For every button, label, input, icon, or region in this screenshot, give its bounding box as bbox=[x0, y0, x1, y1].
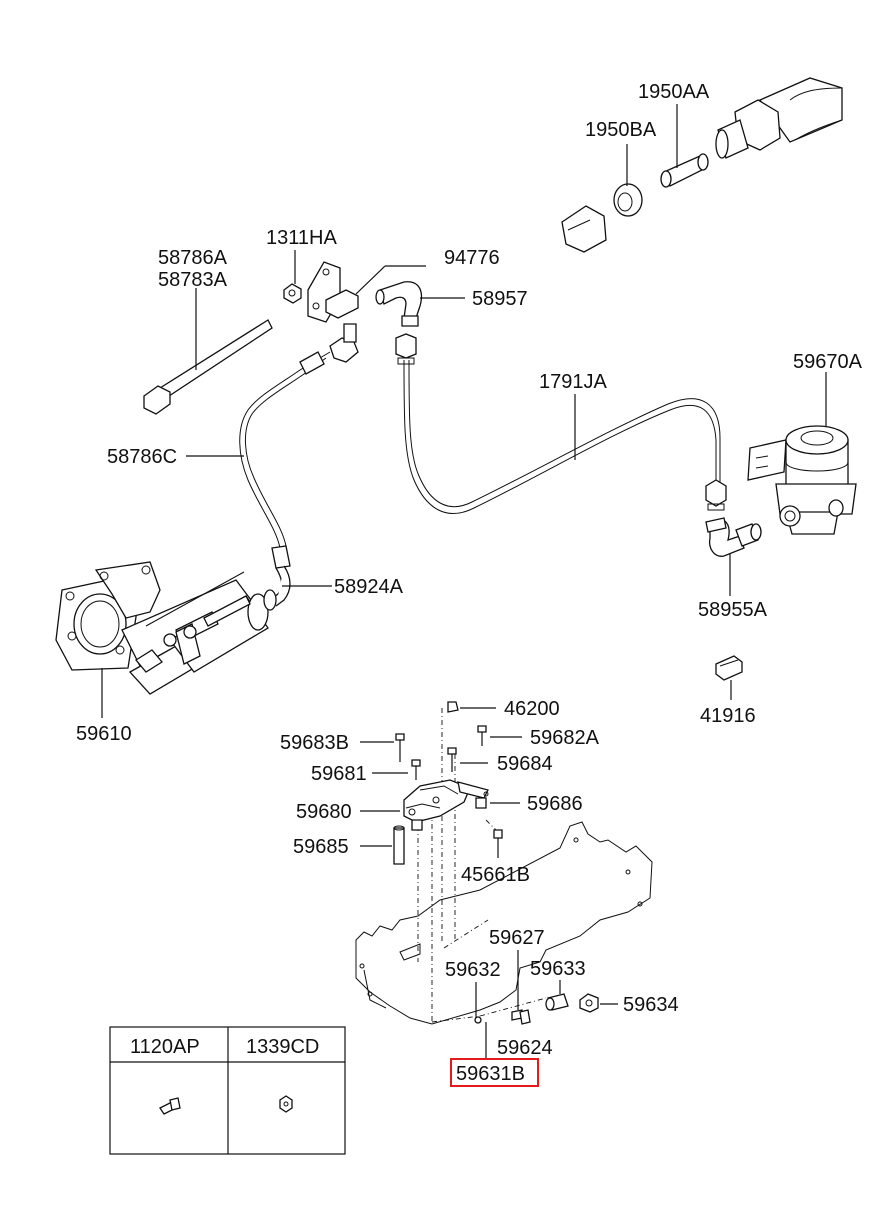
bolt-icon bbox=[159, 1097, 181, 1115]
legend-header-1120AP: 1120AP bbox=[130, 1036, 200, 1058]
label-1950BA[interactable]: 1950BA bbox=[585, 119, 657, 141]
label-94776[interactable]: 94776 bbox=[444, 247, 500, 269]
label-58924A[interactable]: 58924A bbox=[334, 576, 404, 598]
lower-assembly bbox=[355, 701, 653, 1060]
label-46200[interactable]: 46200 bbox=[504, 698, 560, 720]
exhaust-brake-actuator-59610 bbox=[55, 561, 277, 718]
label-59683B[interactable]: 59683B bbox=[280, 732, 349, 754]
label-1950AA[interactable]: 1950AA bbox=[638, 81, 710, 103]
bracket-group bbox=[283, 250, 465, 365]
label-1311HA[interactable]: 1311HA bbox=[266, 227, 337, 249]
highlight-box bbox=[450, 1058, 539, 1087]
label-59610[interactable]: 59610 bbox=[76, 723, 132, 745]
label-59685[interactable]: 59685 bbox=[293, 836, 349, 858]
label-59632[interactable]: 59632 bbox=[445, 959, 501, 981]
label-58783A[interactable]: 58783A bbox=[158, 269, 228, 291]
label-59686[interactable]: 59686 bbox=[527, 793, 583, 815]
nut-icon bbox=[279, 1095, 293, 1113]
label-59633[interactable]: 59633 bbox=[530, 958, 586, 980]
label-45661B[interactable]: 45661B bbox=[461, 864, 530, 886]
label-41916[interactable]: 41916 bbox=[700, 705, 756, 727]
label-59682A[interactable]: 59682A bbox=[530, 727, 600, 749]
elbow-58955A bbox=[705, 517, 762, 596]
label-59624[interactable]: 59624 bbox=[497, 1037, 553, 1059]
label-59681[interactable]: 59681 bbox=[311, 763, 367, 785]
legend-header-1339CD: 1339CD bbox=[246, 1036, 319, 1058]
fitting-41916 bbox=[715, 655, 743, 700]
label-58786C[interactable]: 58786C bbox=[107, 446, 177, 468]
brake-tube-1791JA bbox=[403, 359, 727, 514]
solenoid-valve-59670A bbox=[747, 372, 857, 535]
legend-table: 1120AP 1339CD bbox=[109, 1026, 346, 1155]
label-59631B[interactable]: 59631B bbox=[456, 1063, 525, 1085]
label-59684[interactable]: 59684 bbox=[497, 753, 553, 775]
label-58955A[interactable]: 58955A bbox=[698, 599, 768, 621]
label-59670A[interactable]: 59670A bbox=[793, 351, 863, 373]
part-number-labels: 1950AA 1950BA 1311HA 94776 58786A 58783A… bbox=[76, 81, 863, 1087]
label-1791JA[interactable]: 1791JA bbox=[539, 371, 607, 393]
pipe-fitting-group bbox=[561, 77, 843, 253]
label-59627[interactable]: 59627 bbox=[489, 927, 545, 949]
label-59634[interactable]: 59634 bbox=[623, 994, 679, 1016]
brake-tube-58786C bbox=[186, 351, 332, 607]
label-58786A[interactable]: 58786A bbox=[158, 247, 228, 269]
label-58957[interactable]: 58957 bbox=[472, 288, 528, 310]
label-59680[interactable]: 59680 bbox=[296, 801, 352, 823]
vacuum-hose-group bbox=[143, 288, 273, 415]
